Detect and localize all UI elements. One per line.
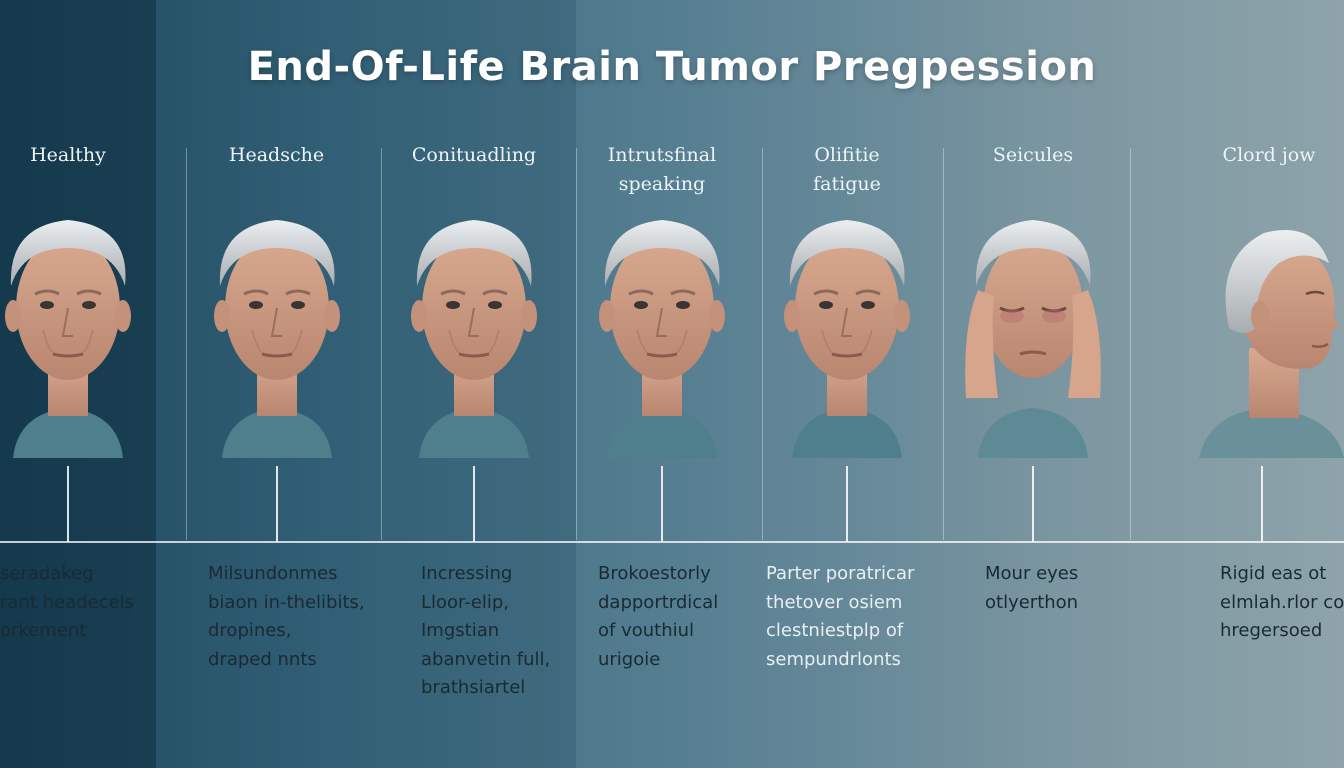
portrait: [202, 208, 352, 458]
stage-label: Clord jow: [1222, 144, 1316, 166]
stage-description: Parter poratricar thetover osiem clestni…: [766, 563, 915, 670]
portrait: [772, 208, 922, 458]
timeline-connector: [1032, 466, 1034, 542]
stage-headsche: Headsche Milsundonmes biaon in-thelibits…: [186, 0, 367, 768]
stage-description: Incressing Lloor-elip, Imgstian abanveti…: [421, 563, 551, 698]
stage-label: Healthy: [30, 144, 106, 166]
stage-olifitie-fatigue: Olifitie fatigue Parter poratricar theto…: [762, 0, 932, 768]
timeline-connector: [473, 466, 475, 542]
mid-column-background: [156, 0, 576, 768]
portrait: [587, 208, 737, 458]
stage-conituadling: Conituadling Incressing Lloor-elip, Imgs…: [381, 0, 567, 768]
stage-description: seradakeg rant headecels orkement: [0, 563, 134, 641]
timeline-connector: [846, 466, 848, 542]
timeline-connector: [275, 466, 278, 542]
timeline-connector: [1261, 466, 1263, 542]
portrait-hands-on-face: [958, 208, 1108, 458]
stage-label: Olifitie fatigue: [813, 144, 881, 195]
stage-clord-jow: Clord jow Rigid eas ot elmlah.rlor co hr…: [1134, 0, 1344, 768]
portrait-profile: [1179, 208, 1344, 458]
column-divider: [943, 148, 944, 540]
column-divider: [186, 148, 187, 540]
page-title: End-Of-Life Brain Tumor Pregpession: [247, 44, 1097, 90]
column-divider: [1130, 148, 1131, 540]
column-divider: [381, 148, 382, 540]
stage-label: Intrutsfinal speaking: [607, 144, 717, 195]
timeline-axis: [0, 541, 1344, 543]
stage-description: Milsundonmes biaon in-thelibits, dropine…: [208, 563, 365, 670]
stage-healthy: Healthy seradakeg rant headecels orkemen…: [0, 0, 136, 768]
timeline-connector: [661, 466, 663, 542]
timeline-connector: [67, 466, 69, 542]
stage-description: Rigid eas ot elmlah.rlor co hregersoed: [1220, 563, 1344, 641]
stage-intrutsfinal-speaking: Intrutsfinal speaking Brokoestorly dappo…: [576, 0, 748, 768]
stage-description: Brokoestorly dapportrdical of vouthiul u…: [598, 563, 719, 670]
stage-label: Conituadling: [411, 144, 537, 166]
stage-seicules: Seicules Mour eyes otlyerthon: [943, 0, 1123, 768]
stage-label: Seicules: [992, 144, 1074, 166]
portrait: [0, 208, 143, 458]
stage-label: Headsche: [228, 144, 325, 166]
column-divider: [762, 148, 763, 540]
stage-description: Mour eyes otlyerthon: [985, 563, 1079, 613]
portrait: [399, 208, 549, 458]
column-divider: [576, 148, 577, 540]
